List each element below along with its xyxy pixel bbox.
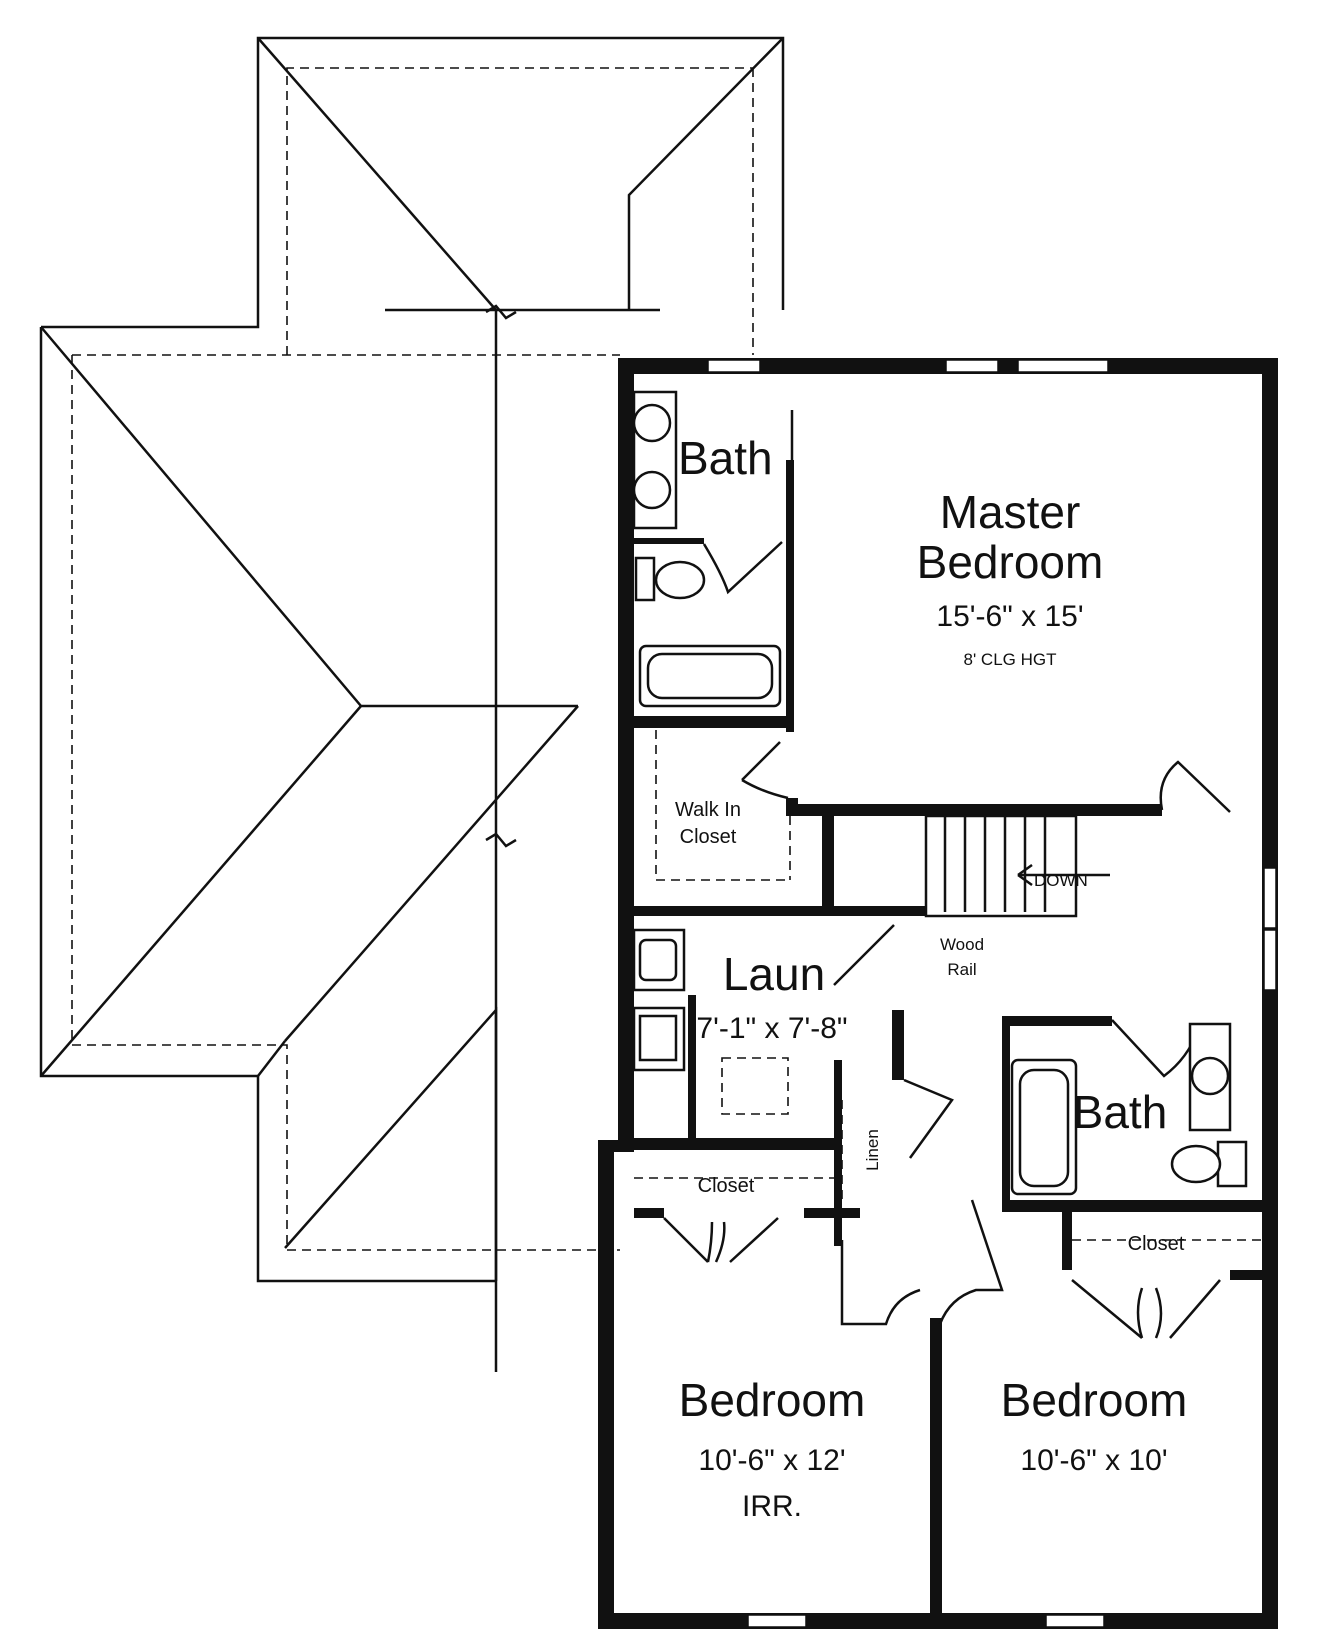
laundry-label: Laun bbox=[723, 948, 825, 1000]
room-labels: Bath Master Bedroom 15'-6" x 15' 8' CLG … bbox=[675, 432, 1187, 1523]
walk-in-closet-label-line2: Closet bbox=[680, 826, 737, 848]
bedroom-left-size: 10'-6" x 12' bbox=[698, 1444, 845, 1477]
walk-in-closet-label-line1: Walk In bbox=[675, 799, 741, 821]
hall-bath-fixtures bbox=[1010, 1022, 1248, 1196]
master-bedroom-size: 15'-6" x 15' bbox=[936, 600, 1083, 633]
hall-bath-label: Bath bbox=[1073, 1086, 1168, 1138]
laundry-fixtures bbox=[632, 928, 789, 1115]
stairs bbox=[924, 814, 1110, 918]
roof-upper bbox=[256, 36, 785, 355]
stairs-down-label: DOWN bbox=[1034, 871, 1088, 890]
master-bedroom-label-line1: Master bbox=[940, 486, 1081, 538]
bedroom-right-size: 10'-6" x 10' bbox=[1020, 1444, 1167, 1477]
closet-right-label: Closet bbox=[1128, 1233, 1185, 1255]
closet-shelving bbox=[634, 730, 1262, 1241]
door-swings bbox=[663, 410, 1231, 1339]
bedroom-left-label: Bedroom bbox=[679, 1374, 866, 1426]
wood-rail-label-line2: Rail bbox=[947, 960, 976, 979]
laundry-size: 7'-1" x 7'-8" bbox=[696, 1012, 847, 1045]
master-bedroom-label-line2: Bedroom bbox=[917, 536, 1104, 588]
bedroom-left-note: IRR. bbox=[742, 1490, 802, 1523]
linen-label: Linen bbox=[863, 1129, 882, 1171]
wood-rail-label-line1: Wood bbox=[940, 935, 984, 954]
bedroom-right-label: Bedroom bbox=[1001, 1374, 1188, 1426]
master-bedroom-ceiling: 8' CLG HGT bbox=[964, 650, 1057, 669]
interior-walls bbox=[634, 460, 1262, 1613]
exterior-walls bbox=[598, 358, 1278, 1629]
closet-left-label: Closet bbox=[698, 1175, 755, 1197]
master-bath-fixtures bbox=[632, 390, 782, 708]
roof-left bbox=[39, 304, 620, 1372]
master-bath-label: Bath bbox=[678, 432, 773, 484]
